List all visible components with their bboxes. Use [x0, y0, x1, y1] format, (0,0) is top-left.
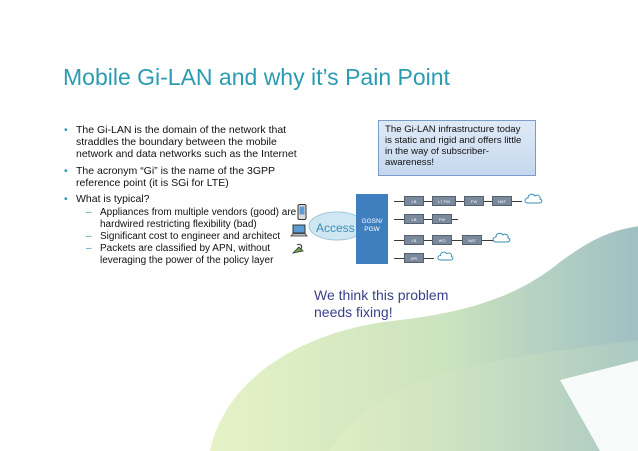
callout-text: We think this problem needs fixing! — [314, 287, 448, 321]
bullet-marker: • — [64, 164, 68, 177]
sub-bullet-text: Packets are classified by APN, without l… — [100, 243, 274, 266]
slide-title: Mobile Gi-LAN and why it’s Pain Point — [63, 64, 450, 90]
chain-node: WO — [432, 235, 452, 245]
sub-bullet-marker: – — [86, 231, 92, 243]
sub-bullet-item: – Packets are classified by APN, without… — [86, 243, 298, 266]
chain-node: NAT — [492, 196, 512, 206]
callout-line-1: We think this problem — [314, 287, 449, 303]
bullet-marker: • — [64, 193, 68, 206]
satellite-icon — [291, 243, 304, 254]
sub-bullet-text: Significant cost to engineer and archite… — [100, 231, 281, 243]
service-chain-row: DPI — [394, 253, 544, 264]
bullet-list: • The Gi-LAN is the domain of the networ… — [62, 124, 298, 270]
chain-node: DPI — [404, 253, 424, 263]
gateway-label-line1: GGSN/ — [361, 218, 383, 225]
gateway-box: GGSN/ PGW — [356, 194, 388, 264]
bullet-item: • The acronym “Gi” is the name of the 3G… — [62, 165, 298, 189]
cloud-icon — [524, 193, 543, 204]
service-chain-row: LB L7 FW FW NAT — [394, 196, 544, 207]
cloud-icon — [437, 251, 454, 261]
chain-connector — [394, 201, 522, 202]
chain-node: LB — [404, 196, 424, 206]
phone-icon — [297, 204, 307, 220]
bullet-text: What is typical? — [76, 193, 150, 206]
bullet-text: The acronym “Gi” is the name of the 3GPP… — [76, 164, 275, 189]
chain-node: FW — [432, 214, 452, 224]
gateway-label-line2: PGW — [364, 226, 380, 233]
bullet-item: • What is typical? – Appliances from mul… — [62, 193, 298, 266]
laptop-icon — [290, 224, 308, 237]
bullet-text: The Gi-LAN is the domain of the network … — [76, 124, 297, 161]
chain-node: NAT — [462, 235, 482, 245]
sub-bullet-text: Appliances from multiple vendors (good) … — [100, 207, 297, 230]
infobox-callout: The Gi-LAN infrastructure today is stati… — [378, 120, 536, 176]
sub-bullet-marker: – — [86, 243, 92, 255]
chain-connector — [394, 219, 458, 220]
chain-node: LB — [404, 235, 424, 245]
chain-node: LB — [404, 214, 424, 224]
chain-node: FW — [464, 196, 484, 206]
callout-line-2: needs fixing! — [314, 304, 393, 320]
chain-node: L7 FW — [432, 196, 456, 206]
bullet-item: • The Gi-LAN is the domain of the networ… — [62, 124, 298, 161]
service-chain-row: LB WO NAT — [394, 235, 544, 246]
access-label: Access — [316, 221, 355, 235]
sub-bullet-item: – Appliances from multiple vendors (good… — [86, 207, 298, 230]
cloud-icon — [492, 232, 511, 243]
sub-bullet-marker: – — [86, 207, 92, 219]
sub-bullet-item: – Significant cost to engineer and archi… — [86, 231, 298, 242]
sub-bullet-list: – Appliances from multiple vendors (good… — [86, 207, 298, 266]
service-chain-row: LB FW — [394, 214, 544, 225]
network-diagram: Access GGSN/ PGW LB L7 FW FW NAT LB FW L… — [286, 178, 556, 270]
bullet-marker: • — [64, 124, 68, 136]
